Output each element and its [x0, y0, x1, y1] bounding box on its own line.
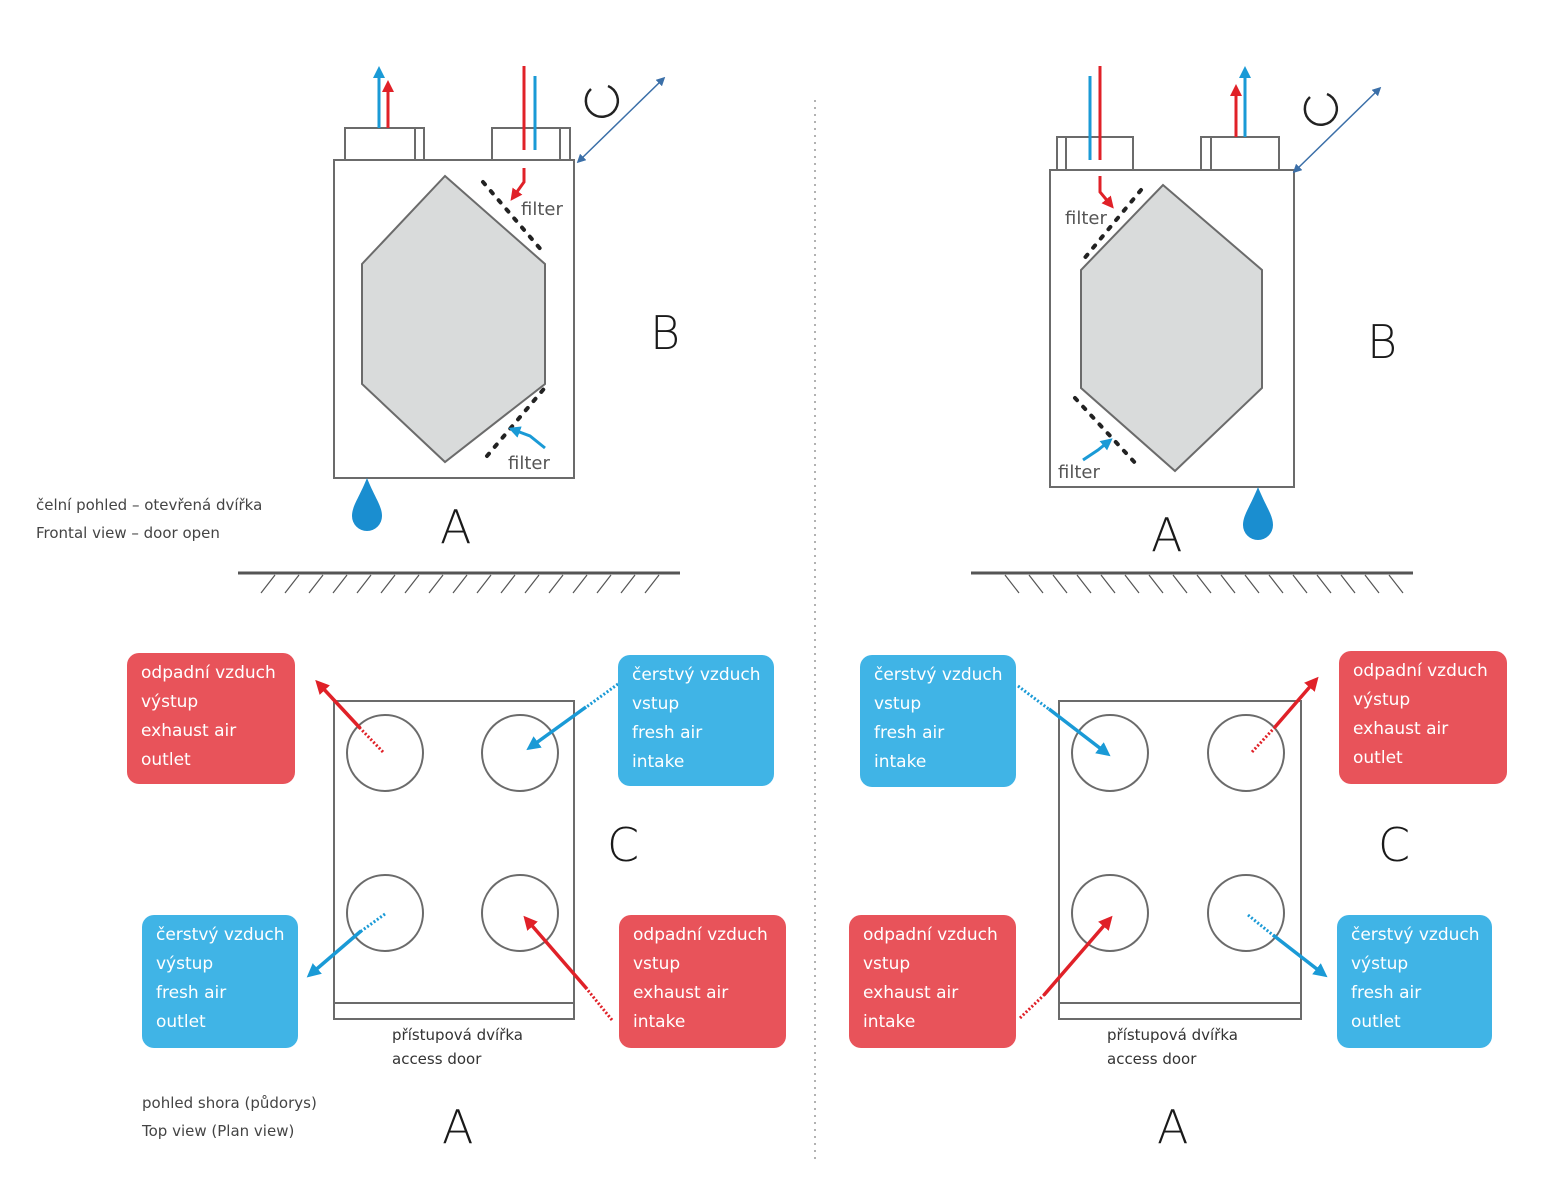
- left-top-unit: [333, 700, 575, 1020]
- inlet-arrow-red: [510, 168, 526, 201]
- right-top-unit: [1058, 700, 1302, 1020]
- hatch-mark: [1292, 574, 1308, 594]
- label-b: B: [650, 306, 681, 360]
- hatch-mark: [260, 574, 276, 594]
- hatch-mark: [1388, 574, 1404, 594]
- label-c: C: [607, 818, 640, 872]
- filter-label: filter: [508, 453, 550, 474]
- filter-label: filter: [1058, 462, 1100, 483]
- hatch-mark: [1196, 574, 1212, 594]
- top-caption-cz: pohled shora (půdorys): [142, 1094, 317, 1112]
- label-b: B: [1367, 315, 1398, 369]
- filter-dots: [1073, 396, 1140, 468]
- hatch-mark: [476, 574, 492, 594]
- label-a: A: [442, 1100, 474, 1154]
- hatch-mark: [548, 574, 564, 594]
- inlet-arrow-red: [1098, 176, 1114, 209]
- front-caption-cz: čelní pohled – otevřená dvířka: [36, 496, 263, 514]
- filter-dots: [481, 180, 545, 254]
- filter-dots: [1081, 188, 1143, 262]
- hatch-mark: [284, 574, 300, 594]
- hatch-mark: [452, 574, 468, 594]
- hatch-mark: [572, 574, 588, 594]
- hatch-mark: [644, 574, 660, 594]
- hatch-mark: [500, 574, 516, 594]
- ground-hatch: [1004, 574, 1404, 594]
- hatch-mark: [1004, 574, 1020, 594]
- hatch-mark: [380, 574, 396, 594]
- inlet-arrow-blue: [1082, 438, 1113, 462]
- hatch-mark: [308, 574, 324, 594]
- hatch-mark: [428, 574, 444, 594]
- hatch-mark: [620, 574, 636, 594]
- water-drop-icon: [1243, 487, 1273, 540]
- hatch-mark: [1100, 574, 1116, 594]
- label-a: A: [1151, 508, 1183, 562]
- access-door-cz: přístupová dvířka: [1107, 1026, 1238, 1044]
- hatch-mark: [332, 574, 348, 594]
- hatch-mark: [1148, 574, 1164, 594]
- hatch-mark: [524, 574, 540, 594]
- access-door-en: access door: [1107, 1050, 1197, 1068]
- access-door-en: access door: [392, 1050, 482, 1068]
- hatch-mark: [1244, 574, 1260, 594]
- hatch-mark: [356, 574, 372, 594]
- double-arrow-icon: [1292, 86, 1382, 174]
- inlet-arrow-blue: [508, 426, 546, 450]
- hatch-mark: [1364, 574, 1380, 594]
- hatch-mark: [1172, 574, 1188, 594]
- access-door-cz: přístupová dvířka: [392, 1026, 523, 1044]
- front-caption-en: Frontal view – door open: [36, 524, 220, 542]
- filter-label: filter: [521, 199, 563, 220]
- left-front-unit: [333, 127, 575, 479]
- water-drop-icon: [352, 478, 382, 531]
- heat-exchanger-core: [361, 174, 546, 464]
- filter-label: filter: [1065, 208, 1107, 229]
- hatch-mark: [1220, 574, 1236, 594]
- right-front-unit: [1049, 136, 1295, 488]
- hatch-mark: [1052, 574, 1068, 594]
- label-a: A: [440, 500, 472, 554]
- hatch-mark: [1268, 574, 1284, 594]
- rotate-icon: [1303, 92, 1339, 126]
- rotate-icon: [584, 84, 620, 118]
- hatch-mark: [1316, 574, 1332, 594]
- hatch-mark: [1124, 574, 1140, 594]
- label-a: A: [1157, 1100, 1189, 1154]
- hatch-mark: [1076, 574, 1092, 594]
- hatch-mark: [404, 574, 420, 594]
- hatch-mark: [596, 574, 612, 594]
- top-caption-en: Top view (Plan view): [142, 1122, 295, 1140]
- ground-hatch: [260, 574, 660, 594]
- hatch-mark: [1340, 574, 1356, 594]
- filter-dots: [485, 382, 550, 458]
- label-c: C: [1378, 818, 1411, 872]
- heat-exchanger-core: [1080, 183, 1263, 473]
- hatch-mark: [1028, 574, 1044, 594]
- double-arrow-icon: [576, 76, 666, 164]
